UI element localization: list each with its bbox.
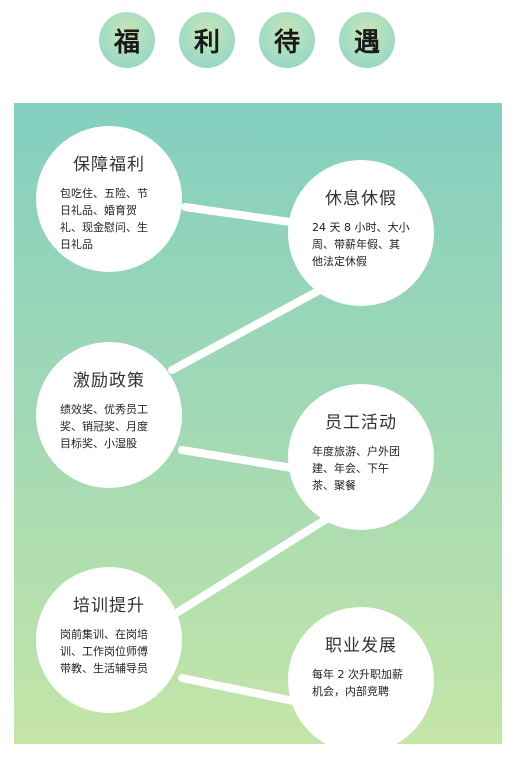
benefit-node-career: 职业发展 每年 2 次升职加薪机会，内部竞聘 — [288, 607, 434, 753]
node-description: 24 天 8 小时、大小周、带薪年假、其他法定休假 — [312, 221, 410, 268]
header-title-row: 福 利 待 遇 — [0, 0, 517, 100]
title-char-circle: 福 — [99, 12, 155, 68]
connector-line — [174, 514, 332, 616]
title-char-circle: 利 — [179, 12, 235, 68]
benefit-node-incentive: 激励政策 绩效奖、优秀员工奖、销冠奖、月度目标奖、小湿股 — [36, 342, 182, 488]
node-description: 绩效奖、优秀员工奖、销冠奖、月度目标奖、小湿股 — [60, 403, 148, 450]
title-char-circle: 遇 — [339, 12, 395, 68]
node-description: 岗前集训、在岗培训、工作岗位师傅带教、生活辅导员 — [60, 628, 148, 675]
node-title: 职业发展 — [325, 636, 397, 656]
node-description: 包吃住、五险、节日礼品、婚育贺礼、现金慰问、生日礼品 — [60, 187, 148, 251]
title-char-circle: 待 — [259, 12, 315, 68]
node-title: 员工活动 — [325, 413, 397, 433]
connector-line — [181, 203, 294, 226]
connector-line — [168, 286, 324, 374]
connector-line — [178, 674, 302, 706]
benefit-node-training: 培训提升 岗前集训、在岗培训、工作岗位师傅带教、生活辅导员 — [36, 567, 182, 713]
node-title: 培训提升 — [73, 596, 145, 616]
node-title: 休息休假 — [325, 189, 397, 209]
benefit-node-security: 保障福利 包吃住、五险、节日礼品、婚育贺礼、现金慰问、生日礼品 — [36, 126, 182, 272]
benefit-node-activities: 员工活动 年度旅游、户外团建、年会、下午茶、聚餐 — [288, 384, 434, 530]
node-title: 激励政策 — [73, 371, 145, 391]
benefit-node-rest: 休息休假 24 天 8 小时、大小周、带薪年假、其他法定休假 — [288, 160, 434, 306]
node-title: 保障福利 — [73, 155, 145, 175]
node-description: 年度旅游、户外团建、年会、下午茶、聚餐 — [312, 445, 400, 492]
connector-line — [178, 446, 296, 472]
node-description: 每年 2 次升职加薪机会，内部竞聘 — [312, 668, 403, 698]
